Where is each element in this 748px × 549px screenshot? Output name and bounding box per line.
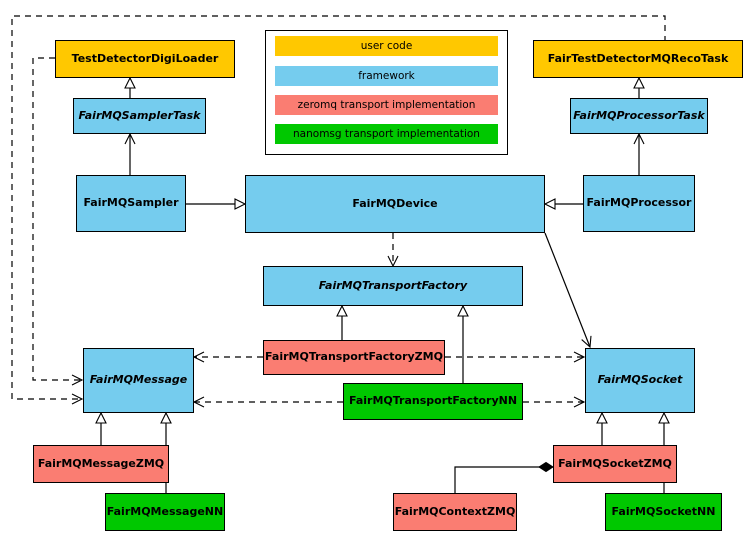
legend-item-zeromq: zeromq transport implementation [275, 95, 498, 115]
class-label-fairmq-socket: FairMQSocket [597, 373, 683, 387]
class-box-fairmq-message-nn[interactable]: FairMQMessageNN [105, 493, 225, 531]
legend-item-nanomsg: nanomsg transport implementation [275, 124, 498, 144]
class-box-fairmq-socket[interactable]: FairMQSocket [585, 348, 695, 413]
class-label-fair-test-detector-mq-reco-task: FairTestDetectorMQRecoTask [547, 51, 729, 65]
class-label-fairmq-message-zmq: FairMQMessageZMQ [37, 456, 165, 470]
legend-item-framework: framework [275, 66, 498, 86]
class-box-fairmq-message-zmq[interactable]: FairMQMessageZMQ [33, 445, 169, 483]
class-label-fairmq-context-zmq: FairMQContextZMQ [394, 504, 516, 518]
class-label-fairmq-sampler-task: FairMQSamplerTask [78, 108, 201, 122]
class-box-fairmq-socket-zmq[interactable]: FairMQSocketZMQ [553, 445, 677, 483]
legend-label-user-code: user code [360, 40, 413, 52]
class-box-fairmq-sampler-task[interactable]: FairMQSamplerTask [73, 98, 206, 134]
class-label-fairmq-socket-nn: FairMQSocketNN [611, 504, 716, 518]
class-label-fairmq-message: FairMQMessage [89, 373, 188, 387]
edge-device-to-socket [544, 232, 592, 349]
class-box-fairmq-socket-nn[interactable]: FairMQSocketNN [605, 493, 722, 531]
class-label-fairmq-processor: FairMQProcessor [586, 196, 692, 210]
class-box-fairmq-sampler[interactable]: FairMQSampler [76, 175, 186, 232]
class-label-fairmq-socket-zmq: FairMQSocketZMQ [558, 456, 672, 470]
class-box-fairmq-device[interactable]: FairMQDevice [245, 175, 545, 233]
edge-contextzmq-to-socketzmq [454, 461, 554, 493]
class-label-fairmq-message-nn: FairMQMessageNN [106, 504, 224, 518]
class-box-fairmq-processor[interactable]: FairMQProcessor [583, 175, 695, 232]
edge-digiloader-to-message [32, 57, 84, 386]
legend-item-user-code: user code [275, 36, 498, 56]
class-box-fairmq-transport-factory-zmq[interactable]: FairMQTransportFactoryZMQ [263, 340, 445, 375]
class-box-fairmq-processor-task[interactable]: FairMQProcessorTask [570, 98, 708, 134]
legend-label-nanomsg: nanomsg transport implementation [293, 128, 480, 140]
class-box-fairmq-transport-factory[interactable]: FairMQTransportFactory [263, 266, 523, 306]
class-label-fairmq-device: FairMQDevice [352, 196, 438, 210]
class-box-fairmq-transport-factory-nn[interactable]: FairMQTransportFactoryNN [343, 383, 523, 420]
class-label-fairmq-transport-factory-nn: FairMQTransportFactoryNN [348, 394, 518, 408]
class-label-fairmq-processor-task: FairMQProcessorTask [573, 108, 705, 122]
class-label-test-detector-digi-loader: TestDetectorDigiLoader [71, 51, 219, 65]
class-box-test-detector-digi-loader[interactable]: TestDetectorDigiLoader [55, 40, 235, 78]
class-box-fairmq-message[interactable]: FairMQMessage [83, 348, 194, 413]
class-label-fairmq-transport-factory-zmq: FairMQTransportFactoryZMQ [265, 350, 443, 364]
class-label-fairmq-sampler: FairMQSampler [83, 196, 179, 210]
legend-label-zeromq: zeromq transport implementation [297, 99, 476, 111]
class-box-fair-test-detector-mq-reco-task[interactable]: FairTestDetectorMQRecoTask [533, 40, 743, 78]
legend-label-framework: framework [358, 70, 415, 82]
class-box-fairmq-context-zmq[interactable]: FairMQContextZMQ [393, 493, 517, 531]
class-label-fairmq-transport-factory: FairMQTransportFactory [318, 278, 468, 292]
